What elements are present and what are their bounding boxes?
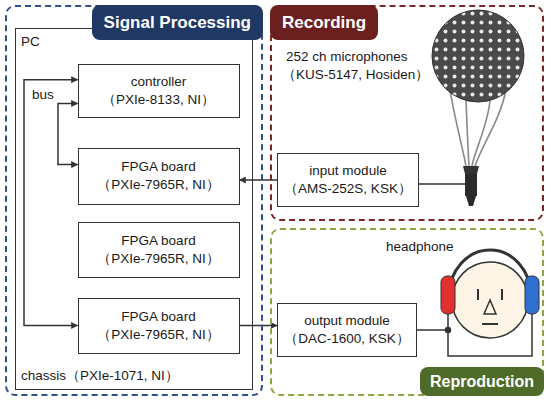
region-header: Signal Processing bbox=[92, 5, 263, 40]
model-number: （DAC-1600, KSK） bbox=[284, 330, 410, 348]
output-module-box: output module（DAC-1600, KSK） bbox=[277, 303, 417, 357]
model-number: （PXIe-7965R, NI） bbox=[97, 250, 220, 268]
connector-arrow bbox=[24, 80, 78, 326]
region-title: Reproduction bbox=[430, 373, 534, 391]
box-title: controller bbox=[131, 73, 187, 91]
model-number: （AMS-252S, KSK） bbox=[284, 180, 412, 198]
region-title: Recording bbox=[282, 14, 366, 32]
region-title: Signal Processing bbox=[104, 14, 251, 32]
fpga-box: FPGA board（PXIe-7965R, NI） bbox=[78, 148, 240, 205]
model-number: （PXIe-8133, NI） bbox=[102, 91, 215, 109]
connector-arrow bbox=[58, 103, 78, 164]
headphone-label: headphone bbox=[386, 238, 454, 255]
fpga-box: FPGA board（PXIe-7965R, NI） bbox=[78, 222, 240, 278]
microphone-label: 252 ch microphones bbox=[286, 48, 408, 65]
input-module-box: input module（AMS-252S, KSK） bbox=[277, 153, 419, 207]
region-header: Recording bbox=[270, 5, 378, 40]
controller-box: controller（PXIe-8133, NI） bbox=[78, 64, 240, 118]
model-number: （PXIe-7965R, NI） bbox=[97, 326, 220, 344]
box-title: FPGA board bbox=[121, 232, 195, 250]
box-title: input module bbox=[309, 162, 386, 180]
model-number: （PXIe-7965R, NI） bbox=[97, 176, 220, 194]
box-title: output module bbox=[304, 312, 390, 330]
microphone-array bbox=[405, 10, 524, 206]
pc-label: PC bbox=[21, 33, 40, 51]
fpga-box: FPGA board（PXIe-7965R, NI） bbox=[78, 298, 240, 354]
listener-head bbox=[441, 250, 539, 338]
headphone-wires bbox=[405, 314, 532, 356]
region-header: Reproduction bbox=[420, 367, 544, 396]
pc-chassis: PCchassis（PXIe-1071, NI）controller（PXIe-… bbox=[15, 28, 253, 390]
box-title: FPGA board bbox=[121, 158, 195, 176]
bus-label: bus bbox=[32, 86, 54, 103]
microphone-model: （KUS-5147, Hosiden） bbox=[282, 66, 429, 83]
recording-region: Recording input module（AMS-252S, KSK） bbox=[270, 5, 544, 221]
box-title: FPGA board bbox=[121, 308, 195, 326]
chassis-label: chassis（PXIe-1071, NI） bbox=[21, 367, 179, 385]
signal-processing-region: Signal ProcessingPC chassis（PXIe-1071, NI… bbox=[5, 5, 263, 396]
